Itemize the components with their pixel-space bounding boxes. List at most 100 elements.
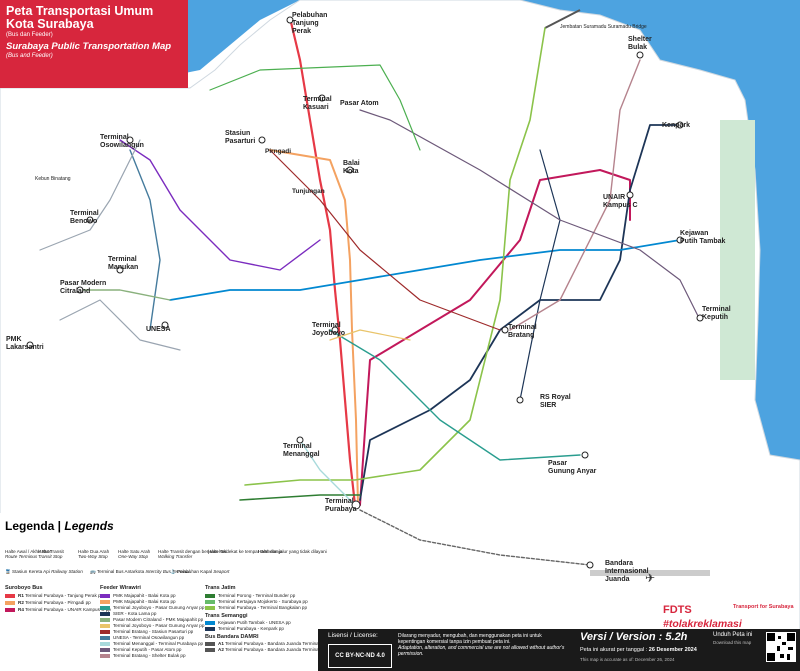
brand-fdts: FDTS <box>663 604 692 616</box>
label-pirngadi: Pirngadi <box>265 148 292 155</box>
brand-tagline: #tolakreklamasi <box>663 618 742 630</box>
stop-manukan <box>116 266 124 274</box>
legend-feeder-5: Pasar Modern Citraland - PMK Majapahit p… <box>100 617 203 622</box>
legend-panel: Legenda | Legends Halte Awal / Akhir Rut… <box>0 513 327 671</box>
legend-feeder-6: Terminal Joyoboyo - Pasar Gunung Anyar p… <box>100 623 204 628</box>
stop-pasarturi <box>258 136 266 144</box>
route-feeder-6 <box>329 329 411 341</box>
legend-facility-rail: 🚆 Stasiun Kereta Api Railway Station <box>5 569 83 574</box>
stop-purabaya <box>351 500 361 510</box>
legend-feeder-11: Terminal Bratang - Shelter Bulak pp <box>100 653 186 658</box>
stop-unair <box>626 191 634 199</box>
train-icon: 🚆 <box>5 569 11 574</box>
stop-keputih <box>696 314 704 322</box>
legend-feeder-7: Terminal Bratang - Stasiun Pasarturi pp <box>100 629 193 634</box>
mangrove-zone <box>720 120 755 380</box>
label-pasar-atom: Pasar Atom <box>340 100 379 107</box>
legend-group-suroboyo: Suroboyo Bus <box>5 585 43 591</box>
stop-citraland <box>76 286 84 294</box>
download-label[interactable]: Unduh Peta ini <box>713 632 753 638</box>
legend-route-r1: R1 Terminal Purabaya - Tanjung Perak pp <box>5 593 103 598</box>
legend-symbol-5: Halte Terdekat ke tempat Berbelanja <box>208 549 283 554</box>
route-feeder-3 <box>329 329 581 461</box>
title-english: Surabaya Public Transportation Map <box>6 41 172 52</box>
stop-balaikota <box>346 166 354 174</box>
legend-s2: Terminal Purabaya - Kenpark pp <box>205 626 284 631</box>
stop-benowo <box>86 216 94 224</box>
legend-a1: A1 Terminal Purabaya - Bandara Juanda Te… <box>205 641 324 646</box>
stop-perak <box>286 16 294 24</box>
route-k1 <box>239 494 361 501</box>
label-tunjungan: Tunjungan <box>292 188 325 195</box>
sea-area <box>520 0 800 460</box>
legend-facility-port: ⚓ Pelabuhan Kapal Seaport <box>170 569 230 574</box>
brand-tfs: Transport for Surabaya <box>733 604 794 610</box>
route-feeder-11 <box>509 59 641 331</box>
legend-feeder-4: SIER - Kota Lama pp <box>100 611 156 616</box>
license-badge[interactable]: CC BY-NC-ND 4.0 <box>328 644 392 668</box>
footer-bar: Lisensi / License: CC BY-NC-ND 4.0 Dilar… <box>318 629 800 671</box>
title-line-1: Peta Transportasi Umum <box>6 4 154 18</box>
route-damri <box>359 509 591 566</box>
accuracy-date-en: This map is accurate as of: December 26,… <box>580 657 675 662</box>
legend-feeder-10: Terminal Keputih - Pasar Atom pp <box>100 647 181 652</box>
license-label: Lisensi / License: <box>328 632 378 639</box>
route-feeder-1 <box>119 139 321 271</box>
label-kebun-binatang: Kebun Binatang <box>35 176 71 182</box>
route-feeder-9 <box>299 439 356 506</box>
legend-group-feeder: Feeder Wirawiri <box>100 585 141 591</box>
title-line-2: Kota Surabaya <box>6 17 94 31</box>
version-label: Versi / Version : 5.2h <box>580 631 688 643</box>
stop-rs-royal <box>516 396 524 404</box>
stop-lakarsantri <box>26 341 34 349</box>
route-r4 <box>359 169 631 506</box>
route-grey-west <box>39 139 141 251</box>
stop-joyoboyo <box>331 326 339 334</box>
route-s1 <box>169 239 681 301</box>
legend-feeder-2: PMK Majapahit - Balai Kota pp <box>100 599 176 604</box>
legend-k1: Terminal Porong - Terminal Bunder pp <box>205 593 295 598</box>
legend-feeder-1: PMK Majapahit - Balai Kota pp <box>100 593 176 598</box>
anchor-icon: ⚓ <box>170 569 176 574</box>
route-ring-green <box>209 64 421 151</box>
legend-feeder-8: UNESA - Terminal Osowilangun pp <box>100 635 184 640</box>
legend-s1: Kejawan Putih Tambak - UNESA pp <box>205 620 291 625</box>
stop-kejawan <box>676 236 684 244</box>
legend-title: Legenda | Legends <box>5 519 114 533</box>
stop-kasuari <box>318 94 326 102</box>
route-r1 <box>288 16 357 507</box>
legend-k2: Terminal Kertajaya Mojokerto - Surabaya … <box>205 599 308 604</box>
accuracy-date: Peta ini akurat per tanggal : 26 Desembe… <box>580 647 697 653</box>
route-grey-south <box>59 299 181 351</box>
title-sub: (Bus dan Feeder) <box>6 32 53 38</box>
route-feeder-10 <box>359 109 701 321</box>
route-feeder-4 <box>519 149 561 401</box>
qr-code-icon[interactable] <box>766 632 796 662</box>
airport-icon: ✈ <box>645 571 655 585</box>
legend-feeder-9: Terminal Menanggal - Terminal Purabaya p… <box>100 641 203 646</box>
airport-runway <box>590 570 710 576</box>
license-note: Dilarang menyadur, mengubah, dan menggun… <box>398 633 565 657</box>
route-feeder-7 <box>269 149 501 331</box>
stop-unesa <box>161 321 169 329</box>
